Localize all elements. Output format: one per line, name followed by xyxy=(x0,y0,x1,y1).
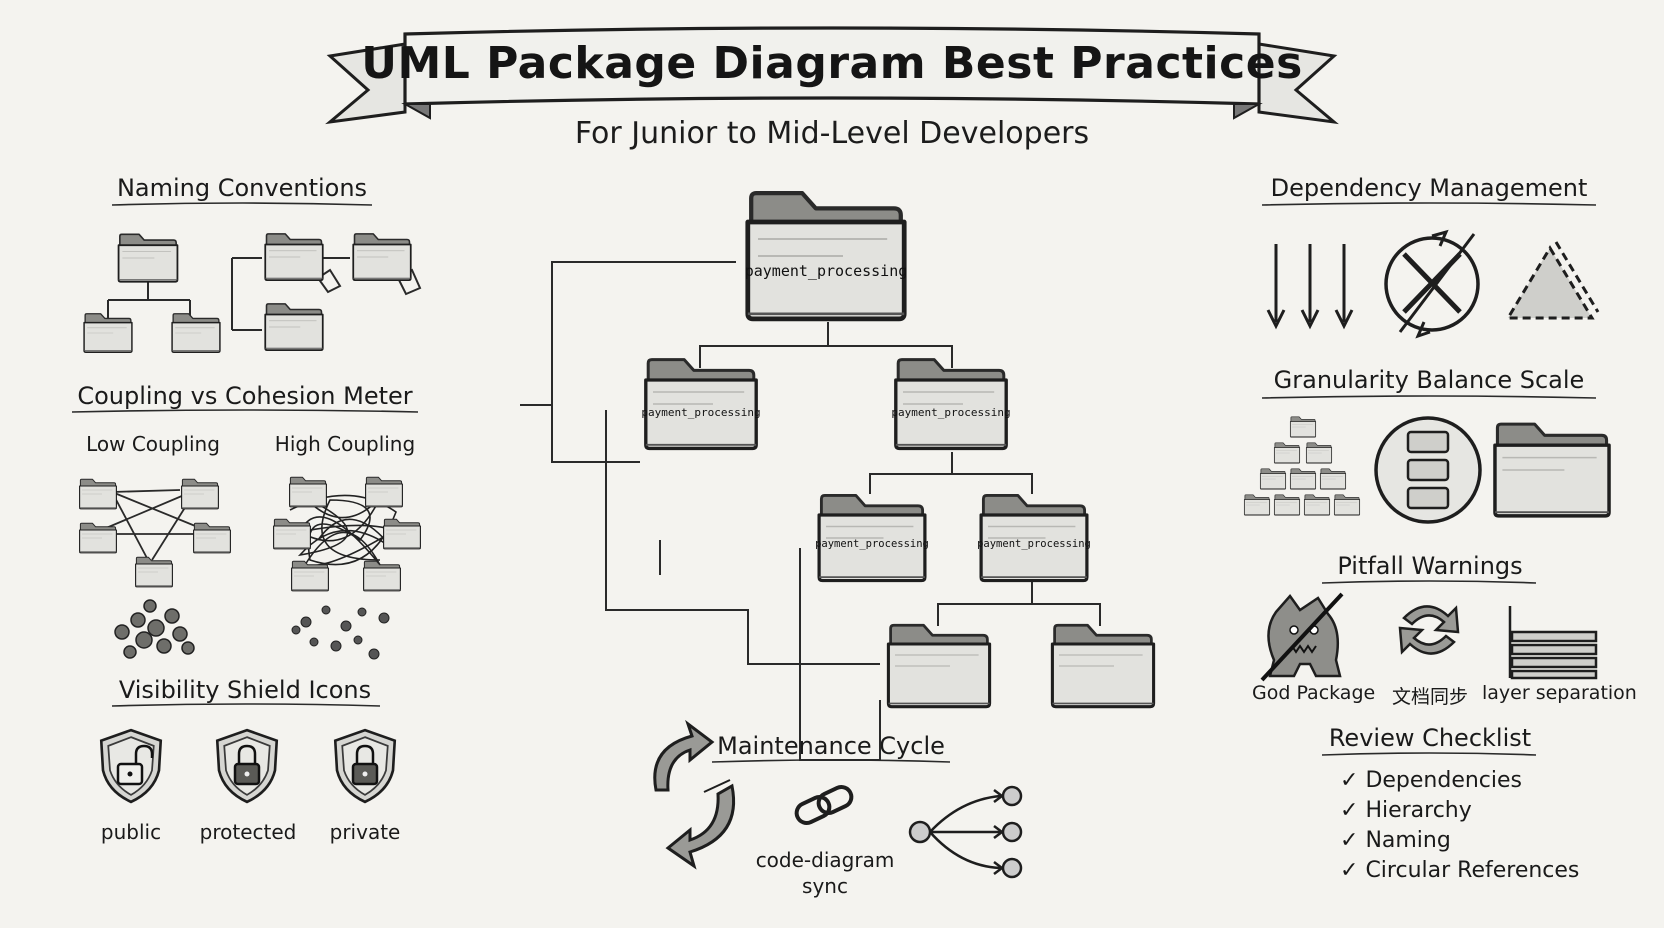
package-folder-l1-left xyxy=(643,357,759,451)
section-title-checklist: Review Checklist xyxy=(1328,724,1532,752)
downward-arrows-icon xyxy=(1266,244,1354,330)
no-circular-dependency-icon xyxy=(1384,229,1480,339)
balanced-packages-icon xyxy=(1374,416,1482,524)
package-label-l1-right: payment_processing xyxy=(891,406,1011,419)
review-checklist: ✓ Dependencies ✓ Hierarchy ✓ Naming ✓ Ci… xyxy=(1340,768,1579,888)
section-title-visibility: Visibility Shield Icons xyxy=(118,676,372,704)
low-coupling-folder xyxy=(135,556,173,588)
code-diagram-sync-label-2: sync xyxy=(802,874,848,898)
section-title-granularity: Granularity Balance Scale xyxy=(1273,366,1585,394)
checklist-item: ✓ Circular References xyxy=(1340,858,1579,888)
section-title-naming: Naming Conventions xyxy=(116,174,368,202)
god-package-label: God Package xyxy=(1252,682,1376,704)
check-mark-icon: ✓ xyxy=(1340,858,1359,883)
title-banner xyxy=(325,26,1339,125)
naming-folder-left xyxy=(83,313,133,353)
package-folder-leaf-left xyxy=(886,623,992,709)
package-label-l2-right: payment_processing xyxy=(977,538,1091,550)
small-packages-pyramid-icon xyxy=(1243,416,1361,516)
package-folder-root xyxy=(748,193,904,319)
layer-separation-icon xyxy=(1508,606,1598,680)
naming-folder-tagged-2 xyxy=(352,232,412,282)
package-tree-connectors xyxy=(520,261,1101,761)
check-mark-icon: ✓ xyxy=(1340,828,1359,853)
check-mark-icon: ✓ xyxy=(1340,798,1359,823)
checklist-item: ✓ Naming xyxy=(1340,828,1579,858)
high-coupling-folder xyxy=(291,560,329,592)
high-coupling-folder xyxy=(363,560,401,592)
low-coupling-label: Low Coupling xyxy=(86,432,220,456)
chain-link-icon xyxy=(794,785,854,825)
checklist-item-label: Dependencies xyxy=(1365,768,1523,793)
public-label: public xyxy=(100,820,162,844)
page-subtitle: For Junior to Mid-Level Developers xyxy=(574,116,1090,151)
high-coupling-label: High Coupling xyxy=(274,432,416,456)
refresh-cycle-icon xyxy=(653,719,736,870)
page-title: UML Package Diagram Best Practices xyxy=(361,38,1303,89)
high-coupling-folder xyxy=(273,518,311,550)
private-label: private xyxy=(329,820,401,844)
section-title-maintenance: Maintenance Cycle xyxy=(717,732,945,760)
section-title-dependency: Dependency Management xyxy=(1270,174,1588,202)
checklist-item: ✓ Hierarchy xyxy=(1340,798,1579,828)
branching-arrows-icon xyxy=(908,785,1023,879)
check-mark-icon: ✓ xyxy=(1340,768,1359,793)
naming-folder-tagged-1 xyxy=(264,232,324,282)
code-diagram-sync-label-1: code-diagram xyxy=(755,848,895,872)
naming-folder-right xyxy=(171,313,221,353)
checklist-item-label: Hierarchy xyxy=(1365,798,1472,823)
package-label-l1-left: payment_processing xyxy=(641,406,761,419)
banner-right-tail xyxy=(1257,42,1339,125)
sync-arrows-icon xyxy=(1398,605,1460,655)
dashed-triangle-icon xyxy=(1505,241,1600,320)
checklist-item: ✓ Dependencies xyxy=(1340,768,1579,798)
closed-padlock-icon xyxy=(351,744,379,786)
checklist-item-label: Circular References xyxy=(1365,858,1580,883)
low-coupling-graph xyxy=(91,489,211,561)
section-title-coupling: Coupling vs Cohesion Meter xyxy=(77,382,413,410)
protected-label: protected xyxy=(199,820,297,844)
high-coupling-folder xyxy=(365,476,403,508)
large-package-icon xyxy=(1493,422,1611,518)
doc-sync-label: 文档同步 xyxy=(1391,686,1468,708)
package-label-root: payment_processing xyxy=(744,262,908,280)
cohesion-cluster-icon xyxy=(114,599,195,659)
package-folder-l1-right xyxy=(893,357,1009,451)
package-label-l2-left: payment_processing xyxy=(815,538,929,550)
section-title-pitfalls: Pitfall Warnings xyxy=(1337,552,1523,580)
open-padlock-icon xyxy=(116,744,154,786)
banner-left-tail xyxy=(325,42,407,125)
naming-folder-child xyxy=(264,302,324,352)
naming-folder-root xyxy=(117,233,179,283)
low-coupling-folder xyxy=(193,522,231,554)
god-package-monster-icon xyxy=(1260,592,1344,682)
package-folder-leaf-right xyxy=(1050,623,1156,709)
scattered-dots-icon xyxy=(291,605,390,660)
checklist-item-label: Naming xyxy=(1365,828,1451,853)
layer-separation-label: layer separation xyxy=(1482,682,1637,704)
high-coupling-folder xyxy=(289,476,327,508)
high-coupling-folder xyxy=(383,518,421,550)
closed-padlock-icon xyxy=(233,744,261,786)
low-coupling-folder xyxy=(79,522,117,554)
low-coupling-folder xyxy=(79,478,117,510)
low-coupling-folder xyxy=(181,478,219,510)
